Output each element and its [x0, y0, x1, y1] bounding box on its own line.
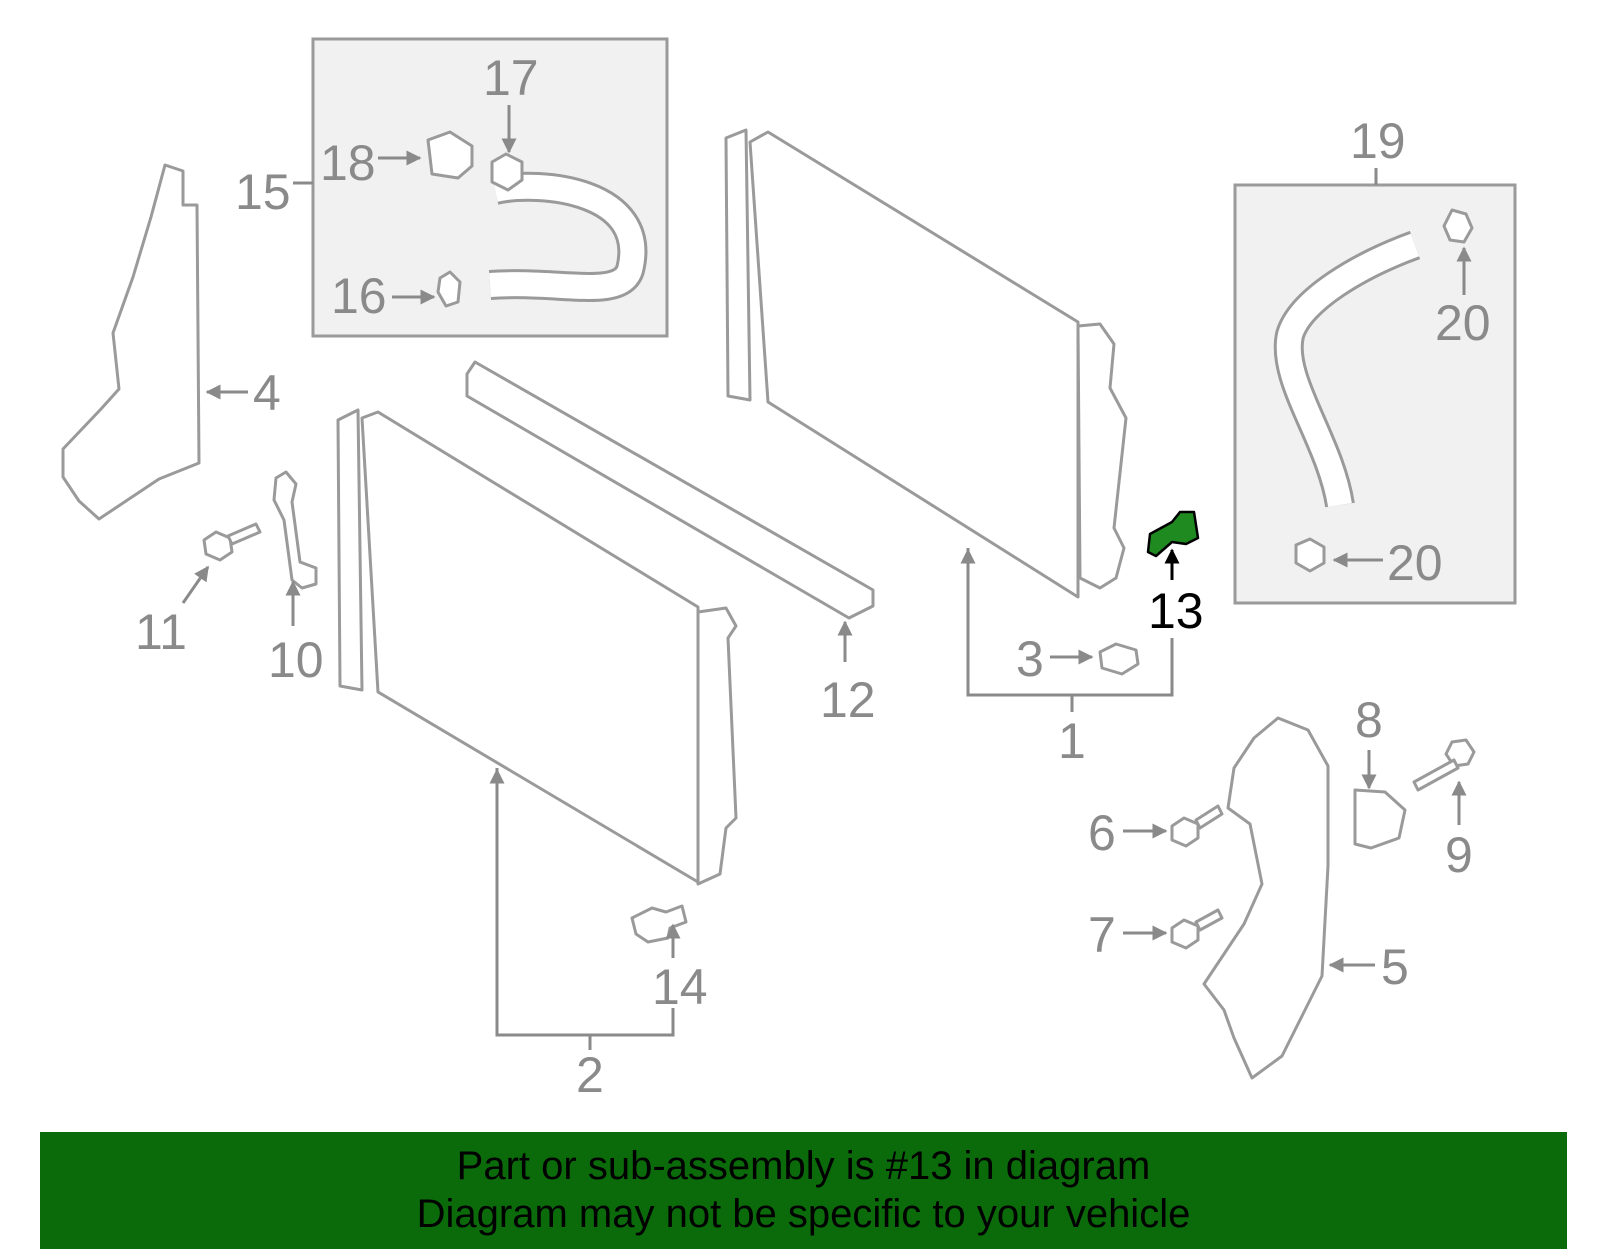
callout-7: 7 [1088, 907, 1116, 963]
callout-4: 4 [253, 365, 281, 421]
mount-3 [1098, 642, 1140, 676]
callout-6: 6 [1088, 805, 1116, 861]
banner-line-1: Part or sub-assembly is #13 in diagram [456, 1144, 1151, 1188]
callout-9: 9 [1445, 827, 1473, 883]
callout-20-bottom: 20 [1387, 535, 1443, 591]
callout-8: 8 [1355, 692, 1383, 748]
info-banner: Part or sub-assembly is #13 in diagram D… [40, 1132, 1567, 1249]
hose-kit-frame-15 [311, 37, 669, 338]
air-guide-12 [465, 360, 875, 620]
callout-10: 10 [268, 632, 324, 688]
callout-13: 13 [1148, 583, 1204, 639]
callout-15: 15 [235, 164, 291, 220]
bracket-10 [272, 470, 318, 590]
radiator-1 [724, 128, 1128, 599]
callout-12: 12 [820, 672, 876, 728]
nut-8 [1353, 788, 1407, 850]
callout-18: 18 [320, 135, 376, 191]
air-guide-4 [61, 163, 201, 521]
callout-3: 3 [1016, 631, 1044, 687]
callout-5: 5 [1381, 939, 1409, 995]
radiator-cap-18 [426, 130, 474, 180]
hose-clamp-20-bottom [1294, 537, 1326, 573]
drain-valve-14 [630, 904, 688, 944]
callout-20-top: 20 [1435, 295, 1491, 351]
bolt-7 [1170, 908, 1224, 950]
condenser-2 [336, 408, 738, 886]
bolt-11 [202, 522, 262, 562]
hose-clamp-17 [490, 152, 524, 192]
callout-14: 14 [652, 959, 708, 1015]
bolt-9 [1412, 738, 1476, 792]
hose-clamp-20-top [1442, 208, 1474, 244]
callout-17: 17 [483, 50, 539, 106]
highlighted-part-13[interactable] [1146, 510, 1200, 558]
callout-16: 16 [331, 268, 387, 324]
bolt-6 [1170, 804, 1224, 848]
hose-kit-frame-19 [1233, 183, 1517, 605]
air-guide-5 [1202, 716, 1330, 1080]
banner-line-2: Diagram may not be specific to your vehi… [416, 1192, 1191, 1236]
hose-clamp-16 [436, 270, 462, 308]
callout-2: 2 [576, 1047, 604, 1103]
callout-11: 11 [135, 604, 187, 660]
callout-1: 1 [1058, 713, 1086, 769]
callout-19: 19 [1350, 113, 1406, 169]
